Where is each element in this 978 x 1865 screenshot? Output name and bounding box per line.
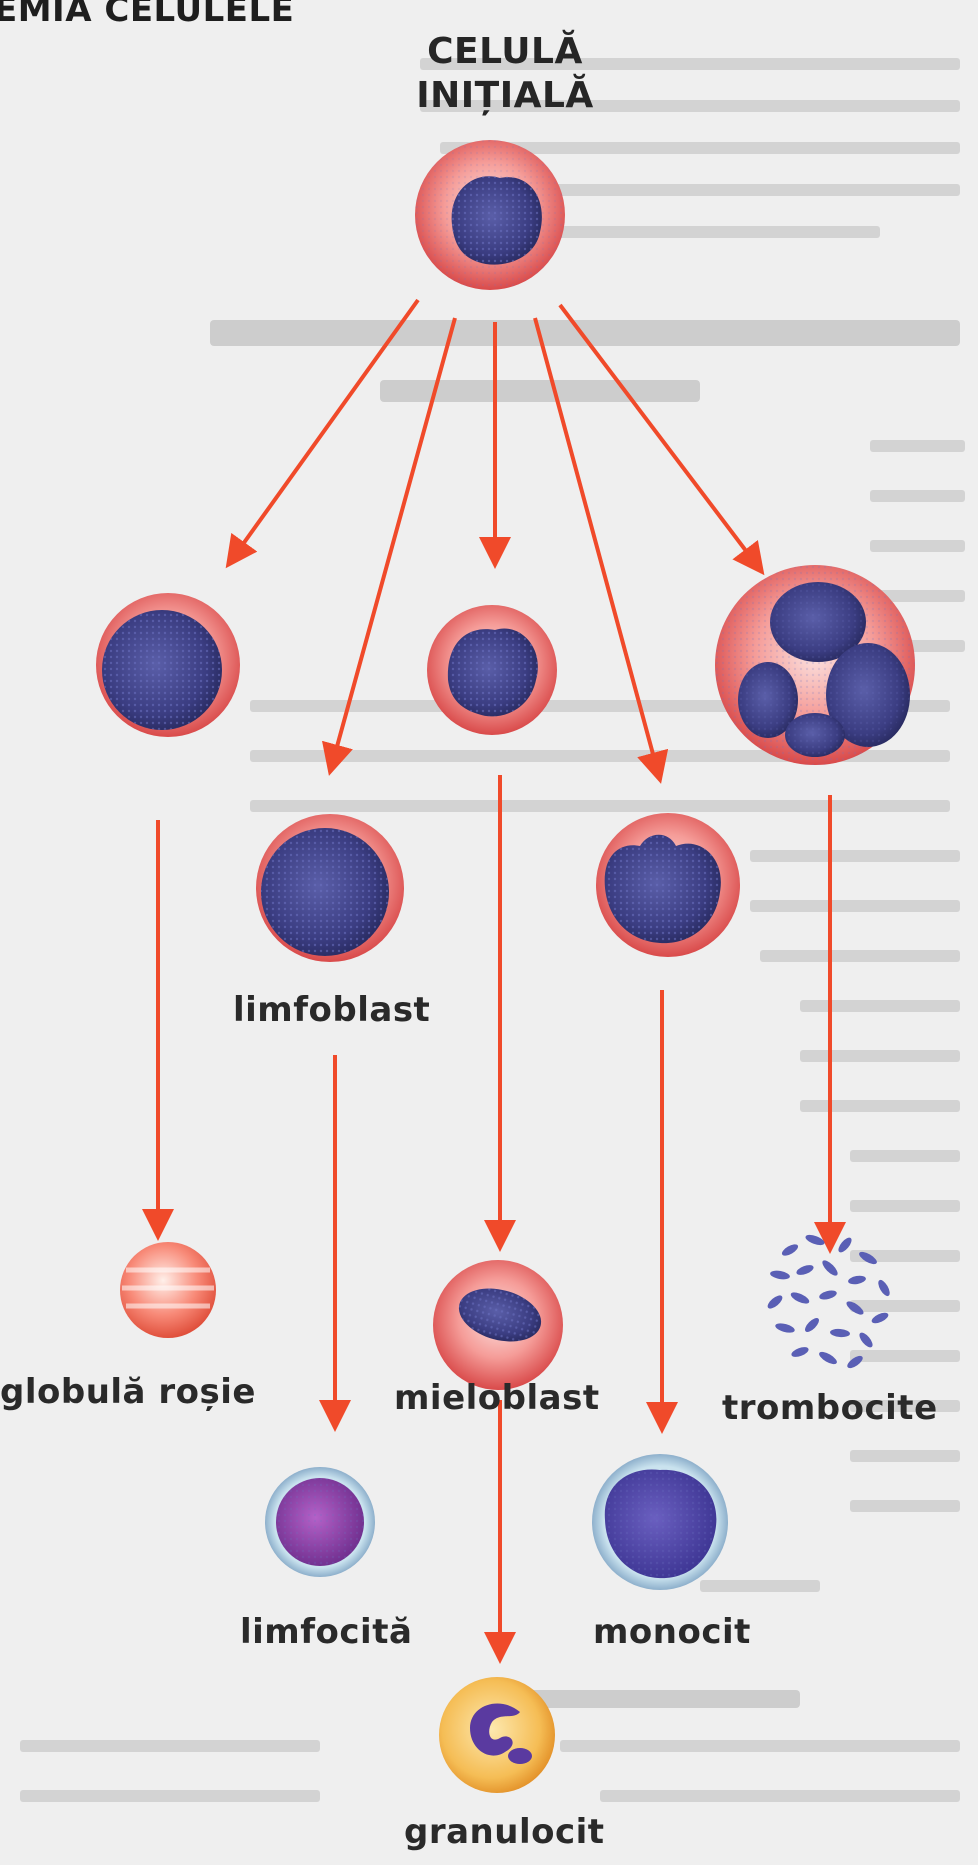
label-monocit: monocit bbox=[593, 1612, 751, 1652]
label-mieloblast: mieloblast bbox=[394, 1378, 600, 1418]
label-limfoblast: limfoblast bbox=[233, 990, 430, 1030]
stem-cell-title-line1: CELULĂ bbox=[385, 30, 625, 74]
stem-cell-title: CELULĂ INIȚIALĂ bbox=[385, 30, 625, 118]
arrows bbox=[158, 300, 830, 1660]
stem-cell-icon bbox=[415, 140, 565, 290]
granulocyte-icon bbox=[439, 1677, 555, 1793]
monoblast-icon bbox=[596, 813, 740, 957]
lymphoblast-icon bbox=[256, 814, 404, 962]
megakaryocyte-icon bbox=[715, 565, 915, 765]
label-granulocit: granulocit bbox=[404, 1812, 605, 1852]
stem-cell-title-line2: INIȚIALĂ bbox=[385, 74, 625, 118]
erythroblast-icon bbox=[96, 593, 240, 737]
arrow-root-to-megakaryocyte bbox=[560, 305, 762, 572]
label-trombocite: trombocite bbox=[722, 1388, 938, 1428]
label-globula-rosie: globulă roșie bbox=[0, 1372, 256, 1412]
myeloblast-icon bbox=[433, 1260, 563, 1390]
arrow-root-to-erythroblast bbox=[228, 300, 418, 565]
arrow-root-to-lymphoblast bbox=[330, 318, 455, 772]
arrow-root-to-monoblast bbox=[535, 318, 660, 780]
label-limfocita: limfocită bbox=[240, 1612, 412, 1652]
diagram-header-partial: EMIA CELULELE bbox=[0, 0, 294, 30]
myeloid-precursor-icon bbox=[427, 605, 557, 735]
platelets-icon bbox=[766, 1233, 892, 1371]
lymphocyte-icon bbox=[265, 1467, 375, 1577]
monocyte-icon bbox=[592, 1454, 728, 1590]
red-blood-cell-icon bbox=[120, 1242, 216, 1338]
